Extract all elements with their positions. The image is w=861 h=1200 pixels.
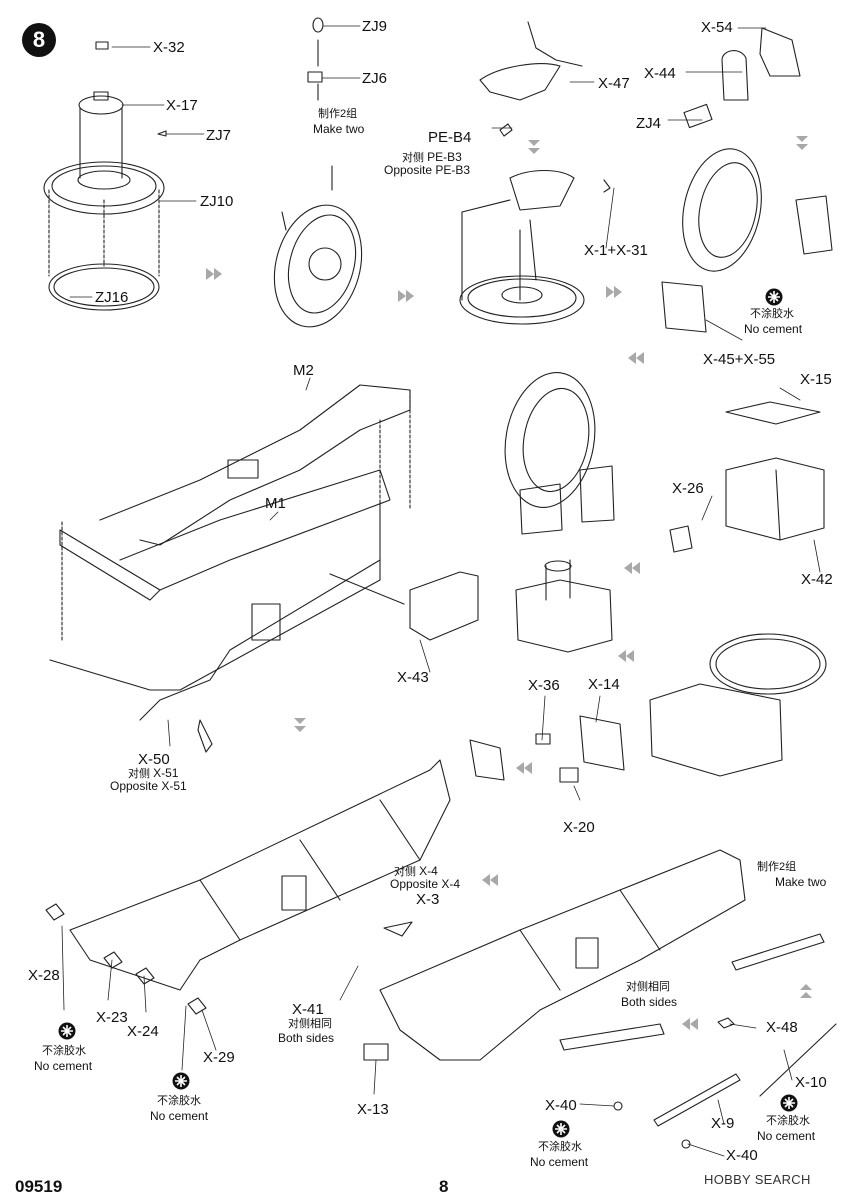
no-cement-icon <box>780 1094 798 1112</box>
label-x41: X-41 <box>292 1001 324 1018</box>
label-zj7: ZJ7 <box>206 127 232 144</box>
wheel-assembly-a <box>43 41 167 311</box>
note-opposite-en-x51: Opposite X-51 <box>110 779 187 793</box>
label-x9: X-9 <box>711 1115 735 1132</box>
note-opposite-en-peb3: Opposite PE-B3 <box>384 163 471 177</box>
label-x47: X-47 <box>598 75 630 92</box>
note-no-cement-en-e: No cement <box>530 1155 589 1169</box>
note-no-cement-cn-b: 不涂胶水 <box>42 1045 86 1057</box>
leader-lines <box>61 25 821 1157</box>
label-x43: X-43 <box>397 669 429 686</box>
note-make-two-cn-a: 制作2组 <box>318 108 358 120</box>
small-parts <box>45 715 735 1149</box>
no-cement-icon <box>58 1022 76 1040</box>
no-cement-icon <box>765 288 783 306</box>
note-no-cement-en-a: No cement <box>744 322 803 336</box>
label-x29: X-29 <box>203 1049 235 1066</box>
label-x1-x31: X-1+X-31 <box>584 242 648 259</box>
label-x13: X-13 <box>357 1101 389 1118</box>
note-both-sides-en-a: Both sides <box>278 1031 335 1045</box>
label-x3: X-3 <box>416 891 440 908</box>
lower-frame-b <box>379 849 837 1127</box>
direction-arrows <box>206 136 812 1030</box>
note-no-cement-cn-e: 不涂胶水 <box>538 1141 582 1153</box>
label-x14: X-14 <box>588 676 620 693</box>
note-no-cement-cn-d: 不涂胶水 <box>766 1115 810 1127</box>
note-no-cement-en-b: No cement <box>34 1059 93 1073</box>
note-opposite-cn-x51: 对侧 X-51 <box>128 766 179 780</box>
note-no-cement-en-d: No cement <box>757 1129 816 1143</box>
note-make-two-en-a: Make two <box>313 122 365 136</box>
label-x40-b: X-40 <box>726 1147 758 1164</box>
label-zj9: ZJ9 <box>362 18 388 35</box>
no-cement-icon <box>172 1072 190 1090</box>
note-both-sides-en-b: Both sides <box>621 995 678 1009</box>
no-cement-icon <box>552 1120 570 1138</box>
label-x45-x55: X-45+X-55 <box>703 351 776 368</box>
box-assembly <box>669 401 825 553</box>
label-x15: X-15 <box>800 371 832 388</box>
label-zj10: ZJ10 <box>200 193 234 210</box>
label-x36: X-36 <box>528 677 560 694</box>
label-m1: M1 <box>265 495 286 512</box>
note-no-cement-cn-c: 不涂胶水 <box>157 1095 201 1107</box>
page-number: 8 <box>439 1177 449 1196</box>
wheel-disk-b <box>273 17 363 328</box>
label-x44: X-44 <box>644 65 676 82</box>
label-x48: X-48 <box>766 1019 798 1036</box>
reel-assembly-d <box>661 27 833 333</box>
turntable-assembly <box>649 633 827 777</box>
note-opposite-cn-peb3: 对侧 PE-B3 <box>402 150 462 164</box>
note-both-sides-cn-b: 对侧相同 <box>626 981 670 993</box>
label-x32: X-32 <box>153 39 185 56</box>
label-x28: X-28 <box>28 967 60 984</box>
note-both-sides-cn-a: 对侧相同 <box>288 1018 332 1030</box>
label-x20: X-20 <box>563 819 595 836</box>
watermark: HOBBY SEARCH <box>704 1172 811 1187</box>
note-opposite-en-x4: Opposite X-4 <box>390 877 461 891</box>
label-zj16: ZJ16 <box>95 289 129 306</box>
step-number-badge: 8 <box>22 23 56 57</box>
label-m2: M2 <box>293 362 314 379</box>
label-x24: X-24 <box>127 1023 159 1040</box>
note-no-cement-cn-a: 不涂胶水 <box>750 308 794 320</box>
label-x10: X-10 <box>795 1074 827 1091</box>
label-x40-a: X-40 <box>545 1097 577 1114</box>
note-opposite-cn-x4: 对侧 X-4 <box>394 864 438 878</box>
label-x17: X-17 <box>166 97 198 114</box>
label-zj4: ZJ4 <box>636 115 662 132</box>
label-x26: X-26 <box>672 480 704 497</box>
note-no-cement-en-c: No cement <box>150 1109 209 1123</box>
label-pe-b4: PE-B4 <box>428 129 472 146</box>
bracket-assembly-c <box>459 21 611 325</box>
label-x42: X-42 <box>801 571 833 588</box>
frame-assembly <box>49 384 479 753</box>
label-x54: X-54 <box>701 19 733 36</box>
reel-on-box <box>504 372 615 653</box>
product-code: 09519 <box>15 1177 63 1196</box>
label-x50: X-50 <box>138 751 170 768</box>
label-zj6: ZJ6 <box>362 70 388 87</box>
note-make-two-en-b: Make two <box>775 875 827 889</box>
label-x23: X-23 <box>96 1009 128 1026</box>
note-make-two-cn-b: 制作2组 <box>757 861 797 873</box>
